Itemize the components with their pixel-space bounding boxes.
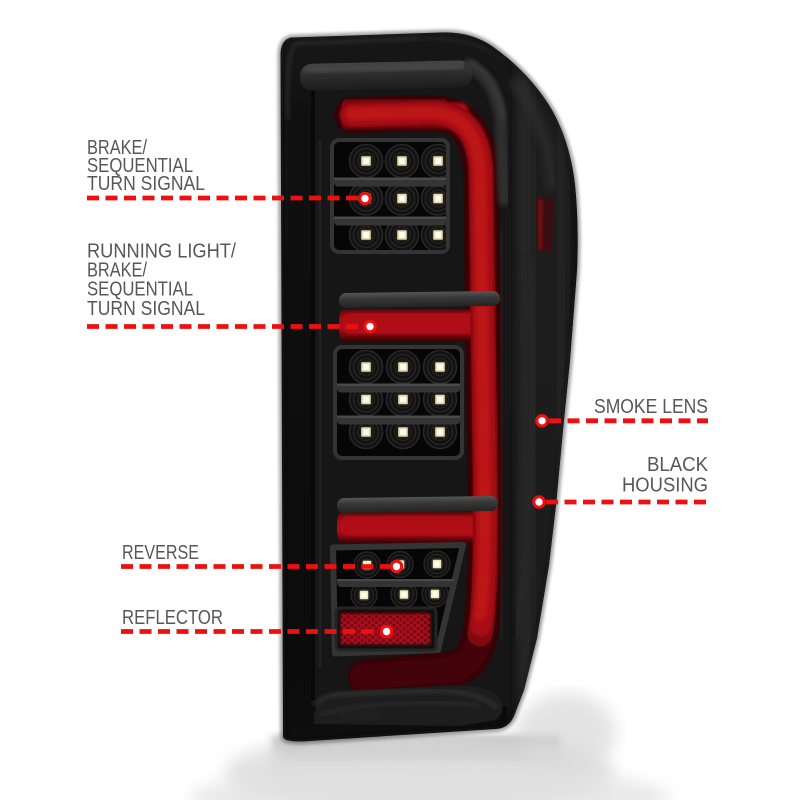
svg-text:CA 350C: CA 350C xyxy=(340,710,384,724)
svg-text:HOUSING: HOUSING xyxy=(622,474,708,497)
svg-text:SEQUENTIAL: SEQUENTIAL xyxy=(87,278,193,301)
svg-text:REVERSE: REVERSE xyxy=(122,541,199,564)
svg-text:TURN SIGNAL: TURN SIGNAL xyxy=(87,297,205,320)
svg-text:SEQUENTIAL: SEQUENTIAL xyxy=(87,154,193,177)
svg-text:REFLECTOR: REFLECTOR xyxy=(122,606,223,629)
svg-text:BRAKE/: BRAKE/ xyxy=(87,136,147,159)
svg-text:RUNNING LIGHT/: RUNNING LIGHT/ xyxy=(87,239,236,262)
svg-text:SMOKE LENS: SMOKE LENS xyxy=(594,395,708,418)
svg-text:BRAKE/: BRAKE/ xyxy=(87,259,147,282)
svg-text:BLACK: BLACK xyxy=(647,453,708,476)
svg-text:TURN SIGNAL: TURN SIGNAL xyxy=(87,172,205,195)
